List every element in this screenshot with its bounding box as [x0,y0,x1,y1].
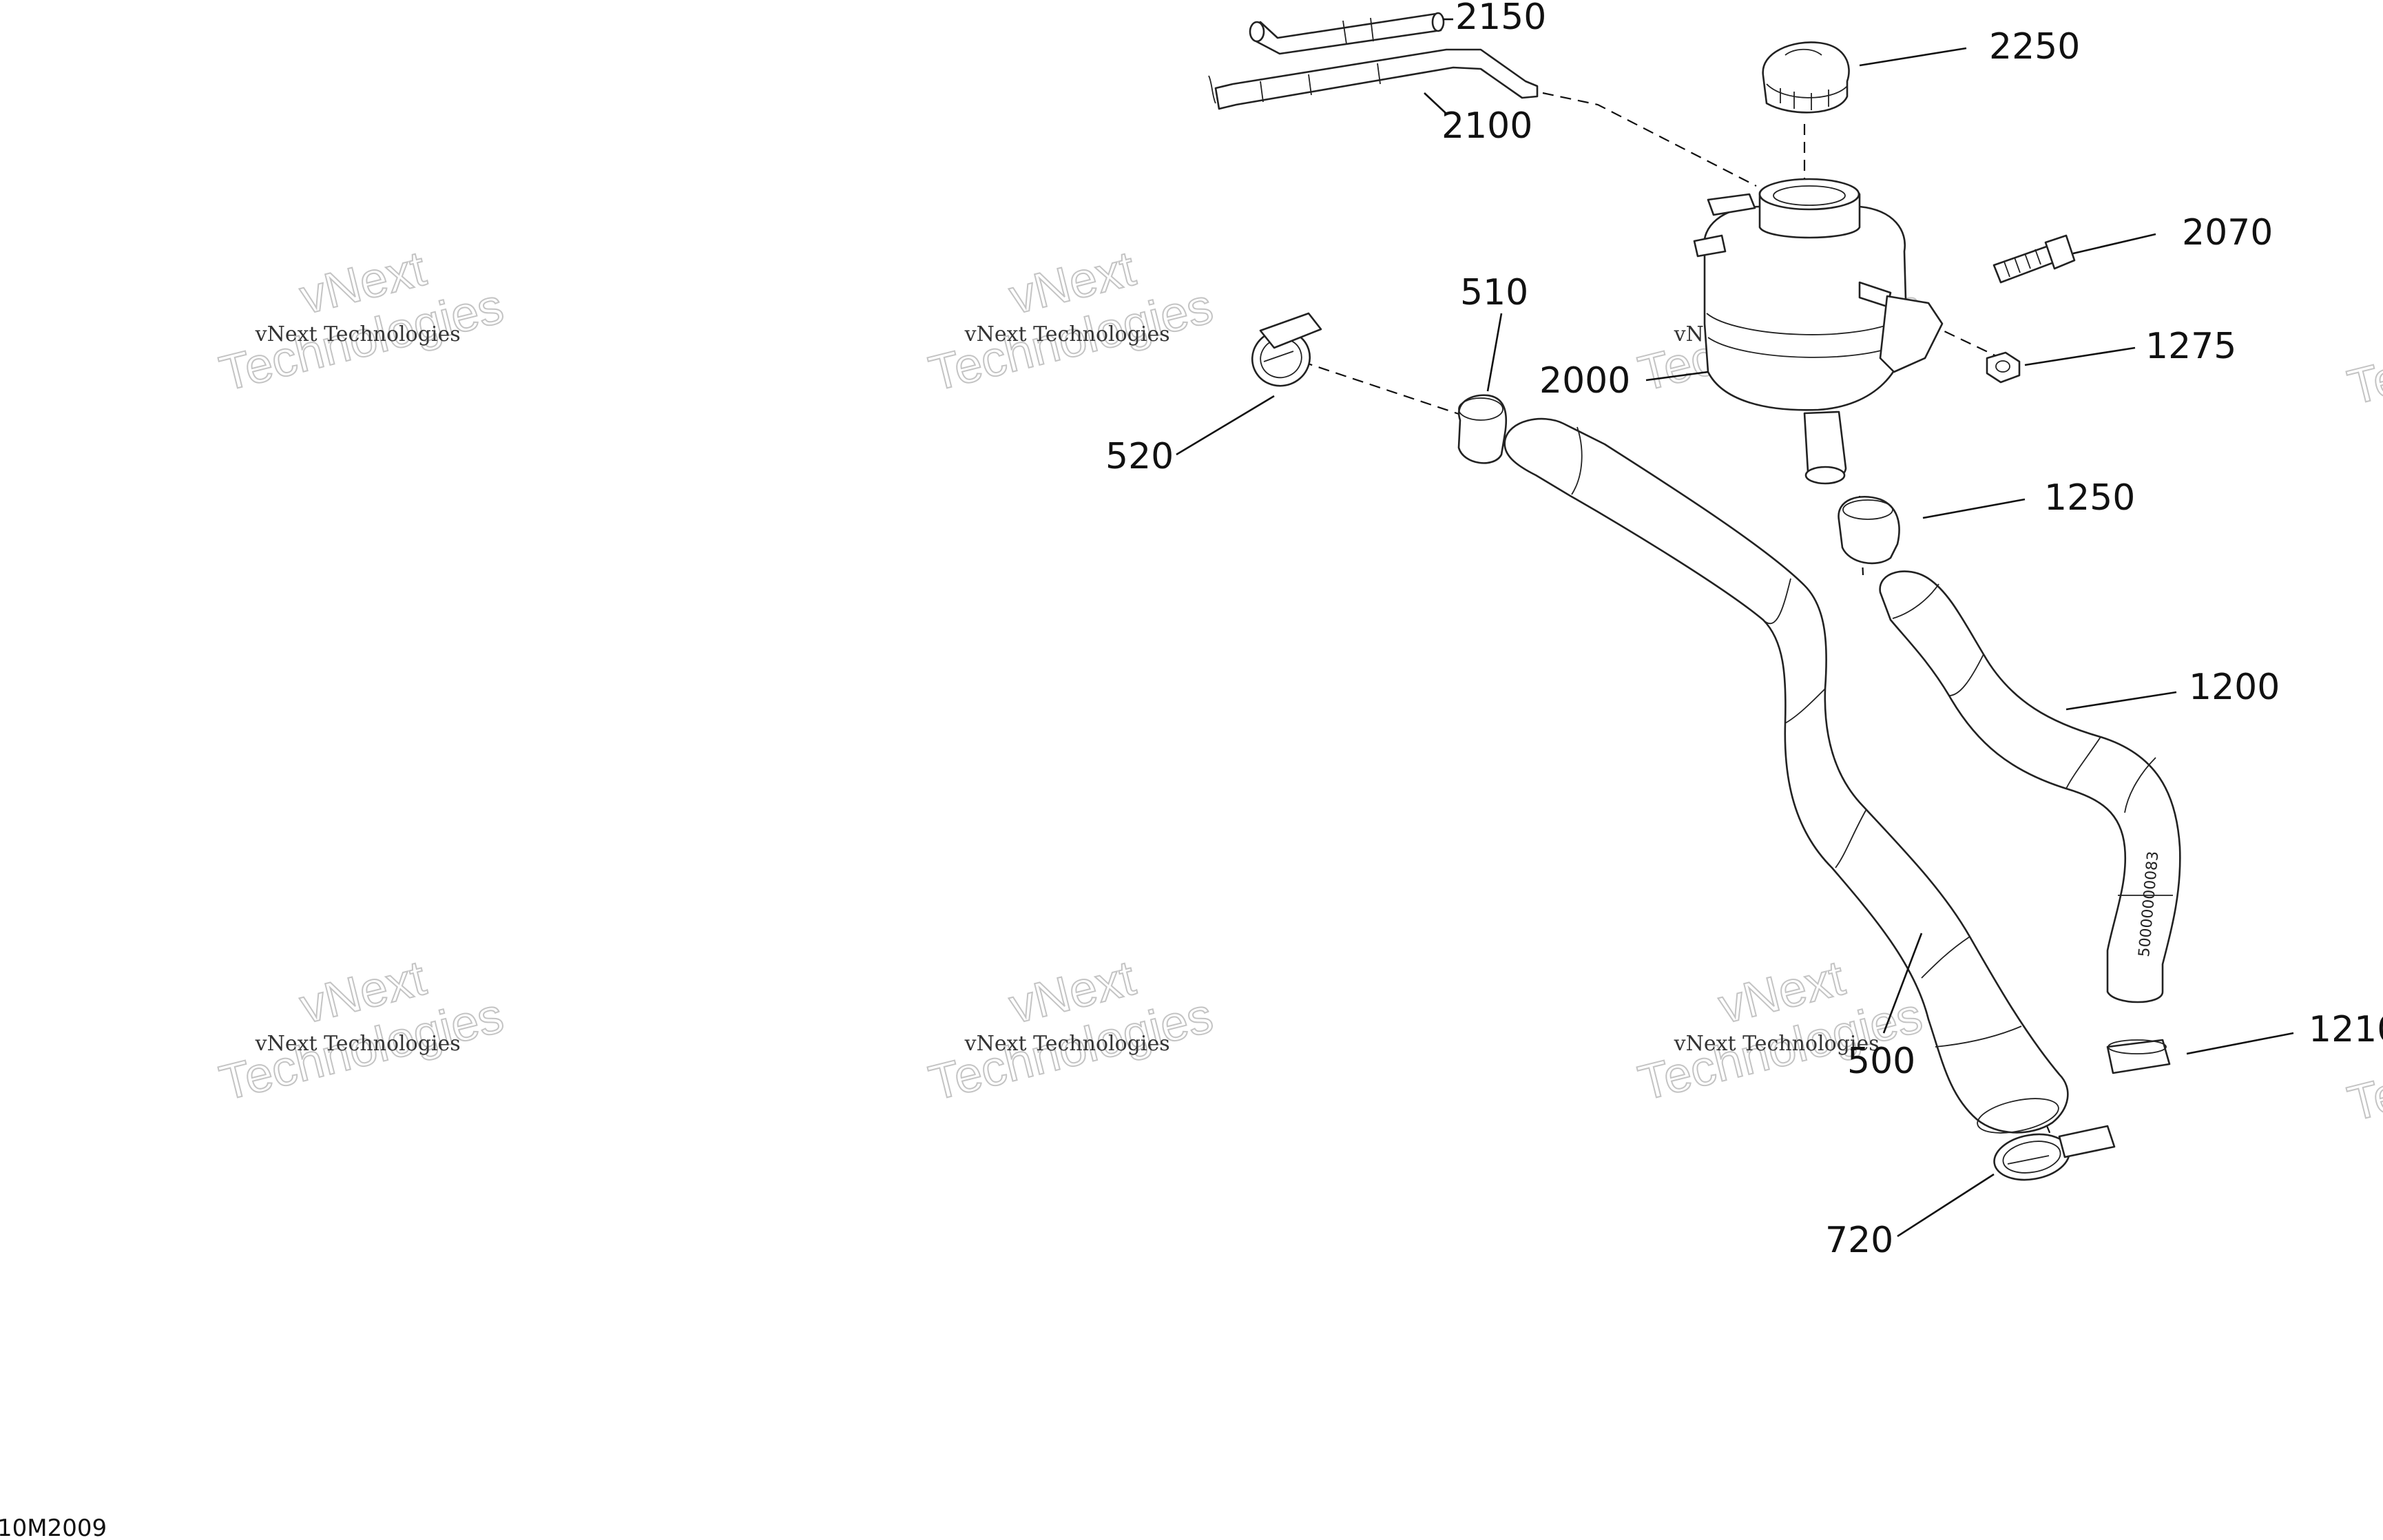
part-1275-nut [1986,351,2021,384]
watermark-bottom-left: Technologies vNext vNext Technologies [214,950,509,1112]
callout-500: 500 [1847,1041,1915,1082]
watermark-top-left: Technologies vNext vNext Technologies [214,240,509,403]
leader-2070 [2072,233,2156,255]
dash-2070-to-tank [1928,323,2001,359]
watermark-top-middle: Technologies vNext vNext Technologies [923,240,1218,403]
leader-1200 [2065,691,2177,711]
leader-720 [1897,1173,1995,1238]
leader-1250 [1922,498,2026,519]
svg-text:Technologies: Technologies [2342,292,2383,415]
part-500-hose [1503,417,2069,1134]
callout-1200: 1200 [2189,667,2280,708]
dash-2100-to-tank [1542,92,1757,187]
svg-text:vNext Technologies: vNext Technologies [964,322,1170,346]
dash-520-to-510 [1301,360,1488,425]
part-720-clamp [1993,1125,2116,1181]
callout-2070: 2070 [2182,212,2273,253]
part-1250-clamp [1838,496,1900,565]
part-2000-tank [1693,178,1944,485]
part-2100-hose [1208,48,1539,110]
callout-720: 720 [1825,1220,1893,1261]
watermark-edge-right-top: Technologies [2342,291,2383,416]
callout-2000: 2000 [1539,360,1630,402]
watermark-bottom-right: Technologies vNext vNext Technologies [1632,950,1928,1112]
watermark-bottom-middle: Technologies vNext vNext Technologies [923,950,1218,1112]
leader-2000 [1645,371,1709,382]
callout-510: 510 [1460,272,1528,313]
svg-text:vNext Technologies: vNext Technologies [1674,1032,1880,1056]
part-2150-hose [1249,12,1445,55]
part-2070-bolt [1992,234,2076,284]
leader-1210 [2186,1032,2294,1055]
svg-text:vNext Technologies: vNext Technologies [255,1032,461,1056]
part-1210-clamp [2106,1039,2171,1074]
part-1200-hose: 50000000083 [1879,570,2181,1003]
leader-500 [1882,933,1923,1034]
leader-2250 [1859,47,1967,67]
watermark-small: vNext Technologies [255,322,461,346]
leader-1275 [2024,346,2136,366]
callout-1250: 1250 [2044,477,2135,519]
callout-520: 520 [1105,436,1174,477]
leader-510 [1486,313,1503,392]
leader-520 [1176,395,1275,456]
callout-1275: 1275 [2145,326,2236,367]
callout-1210: 1210 [2309,1009,2383,1050]
callout-2250: 2250 [1989,26,2080,67]
part-520-clamp [1251,312,1322,387]
part-510-clamp [1457,394,1508,464]
leader-2100 [1424,92,1447,114]
callout-2100: 2100 [1442,105,1532,147]
part-2250-cap [1762,41,1850,114]
svg-text:vNext Technologies: vNext Technologies [964,1032,1170,1056]
figure-id: 10M2009 [0,1515,107,1540]
callout-2150: 2150 [1455,0,1546,38]
